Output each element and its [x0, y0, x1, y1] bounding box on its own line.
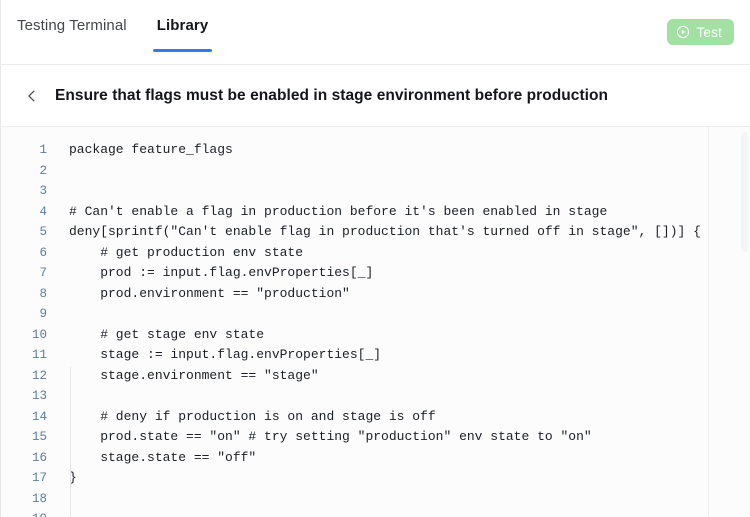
line-number: 6: [39, 245, 47, 260]
code-line-text[interactable]: # get production env state: [69, 244, 304, 260]
line-number: 1: [39, 143, 47, 157]
chevron-left-icon[interactable]: [23, 87, 41, 105]
code-line-text[interactable]: stage.state == "off": [69, 449, 257, 465]
code-line-text[interactable]: }: [69, 470, 77, 485]
code-line-text[interactable]: prod.environment == "production": [69, 285, 350, 301]
line-number: 16: [31, 450, 47, 465]
line-number: 18: [31, 491, 47, 506]
tab-bar: Testing Terminal Library Test: [1, 0, 750, 65]
play-circle-icon: [676, 25, 690, 39]
code-line-text[interactable]: # deny if production is on and stage is …: [69, 408, 436, 424]
line-number: 14: [31, 409, 47, 424]
code-line[interactable]: 1 package feature_flags: [1, 140, 750, 161]
line-number: 8: [39, 286, 47, 301]
code-line[interactable]: 2: [1, 161, 750, 182]
test-button[interactable]: Test: [667, 19, 734, 45]
line-number: 10: [31, 327, 47, 342]
code-line-text[interactable]: prod := input.flag.envProperties[_]: [69, 265, 374, 280]
code-line-text[interactable]: # get stage env state: [69, 326, 265, 342]
code-line-text[interactable]: stage.environment == "stage": [69, 367, 319, 383]
code-line-list[interactable]: 1 package feature_flags 2 3 4 # Can't enable …: [1, 140, 750, 517]
code-line[interactable]: 13: [1, 386, 750, 407]
code-line-text[interactable]: stage := input.flag.envProperties[_]: [69, 347, 382, 362]
tab-testing-terminal-label: Testing Terminal: [17, 17, 127, 34]
code-line-text[interactable]: deny[sprintf("Can't enable flag in produ…: [69, 224, 701, 239]
code-line[interactable]: 14 # deny if production is on and stage …: [1, 407, 750, 428]
tab-library-label: Library: [156, 17, 209, 34]
page-title: Ensure that flags must be enabled in sta…: [55, 86, 609, 104]
line-number: 3: [39, 184, 47, 198]
line-number: 17: [31, 471, 47, 485]
code-line[interactable]: 11 stage := input.flag.envProperties[_]: [1, 345, 750, 366]
code-line[interactable]: 18: [1, 489, 750, 510]
code-line[interactable]: 16 stage.state == "off": [1, 448, 750, 469]
code-line[interactable]: 12 stage.environment == "stage": [1, 366, 750, 387]
line-number: 15: [31, 430, 47, 444]
code-line-text[interactable]: prod.state == "on" # try setting "produc…: [69, 429, 592, 444]
tab-library[interactable]: Library: [152, 14, 212, 52]
test-button-label: Test: [696, 24, 722, 40]
code-line-text[interactable]: package feature_flags: [69, 142, 233, 157]
line-number: 13: [31, 389, 47, 403]
code-line-text[interactable]: # Can't enable a flag in production befo…: [69, 203, 608, 219]
line-number: 9: [39, 307, 47, 321]
line-number: 4: [39, 204, 47, 219]
line-number: 12: [31, 368, 47, 383]
code-line[interactable]: 3: [1, 181, 750, 202]
code-line[interactable]: 9: [1, 304, 750, 325]
line-number: 2: [39, 163, 47, 178]
line-number: 19: [1, 509, 47, 517]
editor-scrollbar-thumb[interactable]: [741, 132, 748, 252]
code-editor[interactable]: 1 package feature_flags 2 3 4 # Can't enable …: [1, 127, 750, 517]
code-line[interactable]: 8 prod.environment == "production": [1, 284, 750, 305]
code-editor-scroll[interactable]: 1 package feature_flags 2 3 4 # Can't enable …: [1, 127, 750, 517]
code-line[interactable]: 19: [1, 509, 750, 517]
line-number: 11: [31, 348, 47, 362]
tab-list: Testing Terminal Library: [15, 0, 212, 64]
code-line[interactable]: 4 # Can't enable a flag in production bef…: [1, 202, 750, 223]
code-line[interactable]: 7 prod := input.flag.envProperties[_]: [1, 263, 750, 284]
code-line[interactable]: 17}: [1, 468, 750, 489]
line-number: 7: [39, 266, 47, 280]
line-number: 5: [39, 225, 47, 239]
policy-header: Ensure that flags must be enabled in sta…: [1, 65, 750, 127]
tab-testing-terminal[interactable]: Testing Terminal: [15, 14, 129, 35]
code-line[interactable]: 6 # get production env state: [1, 243, 750, 264]
code-line[interactable]: 5 deny[sprintf("Can't enable flag in prod…: [1, 222, 750, 243]
code-line[interactable]: 15 prod.state == "on" # try setting "pro…: [1, 427, 750, 448]
code-line[interactable]: 10 # get stage env state: [1, 325, 750, 346]
